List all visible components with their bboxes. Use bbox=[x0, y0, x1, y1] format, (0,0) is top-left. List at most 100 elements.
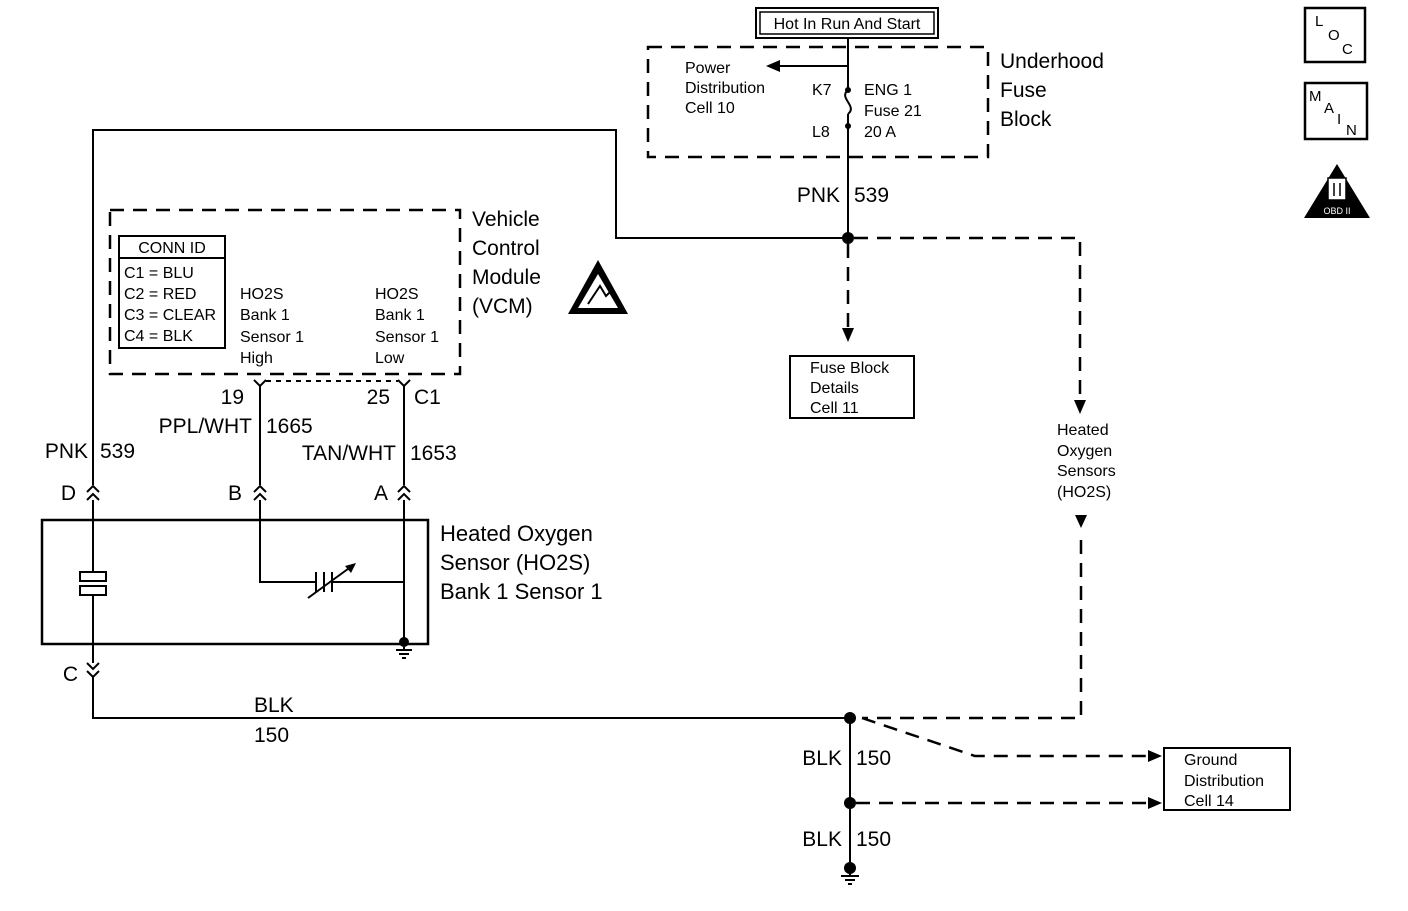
pnk-top-num: 539 bbox=[854, 184, 889, 207]
heated-ref-line-top bbox=[854, 236, 1082, 400]
svg-text:OBD II: OBD II bbox=[1323, 206, 1350, 216]
heated-ref-label-2: Oxygen bbox=[1057, 443, 1112, 460]
heated-ref-label-4: (HO2S) bbox=[1057, 484, 1111, 501]
ho2s-high-label-3: Sensor 1 bbox=[240, 329, 304, 346]
ho2s-low-label-4: Low bbox=[375, 350, 405, 367]
heated-ref-label-1: Heated bbox=[1057, 422, 1109, 439]
tan-wht-color: TAN/WHT bbox=[302, 442, 396, 465]
conn-id-box bbox=[118, 235, 226, 349]
underhood-label-2: Fuse bbox=[1000, 79, 1047, 102]
conn-id-row-2: C2 = RED bbox=[124, 286, 196, 303]
vcm-label-1: Vehicle bbox=[472, 208, 540, 231]
connector-a-icon bbox=[397, 484, 411, 501]
fuse-details-label-2: Details bbox=[810, 380, 859, 397]
svg-text:A: A bbox=[1324, 100, 1334, 117]
ground-dist-label-2: Distribution bbox=[1184, 773, 1264, 790]
ground-distribution-box bbox=[1163, 747, 1291, 811]
ho2s-high-label-2: Bank 1 bbox=[240, 307, 290, 324]
fuse-label-1: ENG 1 bbox=[864, 82, 912, 99]
obd-ii-icon[interactable]: OBD II bbox=[1304, 164, 1370, 218]
pnk-539-sensor-wire bbox=[92, 129, 848, 485]
splice-ground-mid bbox=[844, 797, 856, 809]
svg-text:N: N bbox=[1346, 122, 1357, 139]
ground-dist-arrow-2-icon bbox=[1148, 797, 1162, 809]
power-dist-label-1: Power bbox=[685, 60, 731, 77]
pin-25-connector-icon bbox=[397, 379, 411, 388]
ho2s-high-label-1: HO2S bbox=[240, 286, 284, 303]
tan-wht-num: 1653 bbox=[410, 442, 457, 465]
connector-d-label: D bbox=[61, 482, 76, 505]
fuse-block-details-box bbox=[789, 355, 915, 419]
connector-b-label: B bbox=[228, 482, 242, 505]
blk-low-num: 150 bbox=[856, 828, 891, 851]
l8-label: L8 bbox=[812, 124, 830, 141]
pnk-left-color: PNK bbox=[45, 440, 88, 463]
underhood-fuse-block-box bbox=[646, 45, 990, 159]
fuse-details-arrow-icon bbox=[842, 328, 854, 342]
blk-150-ground-wire bbox=[92, 677, 850, 719]
sensor-ground-icon bbox=[396, 644, 412, 659]
ground-dist-ref-line-1 bbox=[861, 716, 1148, 758]
hot-in-run-label: Hot In Run And Start bbox=[755, 7, 939, 39]
pin-19-label: 19 bbox=[221, 386, 244, 409]
vcm-label-2: Control bbox=[472, 237, 540, 260]
ground-dist-label-1: Ground bbox=[1184, 752, 1237, 769]
heated-ref-arrow-up-icon bbox=[1075, 515, 1087, 528]
ppl-wht-color: PPL/WHT bbox=[159, 415, 253, 438]
ho2s-low-label-1: HO2S bbox=[375, 286, 419, 303]
pin-19-connector-icon bbox=[253, 379, 267, 388]
k7-label: K7 bbox=[812, 82, 832, 99]
connector-c-icon bbox=[86, 662, 100, 679]
svg-text:L: L bbox=[1315, 13, 1323, 30]
connector-c-label: C bbox=[63, 663, 78, 686]
loc-icon[interactable]: L O C bbox=[1303, 6, 1367, 64]
ho2s-low-label-3: Sensor 1 bbox=[375, 329, 439, 346]
svg-text:M: M bbox=[1309, 88, 1322, 105]
signal-high-wire bbox=[259, 500, 316, 583]
conn-id-title: CONN ID bbox=[138, 240, 206, 257]
ho2s-high-label-4: High bbox=[240, 350, 273, 367]
sensor-label-3: Bank 1 Sensor 1 bbox=[440, 579, 603, 604]
underhood-label-3: Block bbox=[1000, 108, 1052, 131]
conn-id-row-1: C1 = BLU bbox=[124, 265, 194, 282]
connector-b-icon bbox=[253, 484, 267, 501]
main-icon[interactable]: M A I N bbox=[1303, 81, 1369, 141]
sensor-ground-splice bbox=[399, 637, 409, 647]
chassis-ground-icon bbox=[841, 868, 859, 885]
sensor-label-1: Heated Oxygen bbox=[440, 521, 593, 546]
ground-dist-label-3: Cell 14 bbox=[1184, 793, 1234, 810]
conn-id-row-4: C4 = BLK bbox=[124, 328, 193, 345]
ppl-wht-num: 1665 bbox=[266, 415, 313, 438]
hot-in-run-text: Hot In Run And Start bbox=[774, 16, 921, 33]
underhood-label-1: Underhood bbox=[1000, 50, 1104, 73]
power-dist-arrow-icon bbox=[766, 60, 780, 72]
svg-text:C: C bbox=[1342, 41, 1353, 58]
svg-text:I: I bbox=[1337, 111, 1341, 128]
connector-c1-label: C1 bbox=[414, 386, 441, 409]
blk-bottom-color: BLK bbox=[254, 694, 294, 717]
blk-low-color: BLK bbox=[802, 828, 842, 851]
pnk-left-num: 539 bbox=[100, 440, 135, 463]
pnk-top-color: PNK bbox=[797, 184, 840, 207]
power-dist-label-2: Distribution bbox=[685, 80, 765, 97]
connector-a-label: A bbox=[374, 482, 388, 505]
vcm-box bbox=[108, 208, 462, 376]
esd-warning-icon bbox=[568, 260, 628, 314]
blk-mid-color: BLK bbox=[802, 747, 842, 770]
svg-text:O: O bbox=[1328, 27, 1340, 44]
heated-ref-line-bottom bbox=[862, 540, 1083, 720]
blk-bottom-num: 150 bbox=[254, 724, 289, 747]
conn-id-row-3: C3 = CLEAR bbox=[124, 307, 216, 324]
blk-mid-num: 150 bbox=[856, 747, 891, 770]
vcm-label-3: Module bbox=[472, 266, 541, 289]
connector-d-icon bbox=[86, 484, 100, 501]
vcm-label-4: (VCM) bbox=[472, 295, 533, 318]
fuse-details-label-3: Cell 11 bbox=[810, 400, 859, 417]
sensor-label-2: Sensor (HO2S) bbox=[440, 550, 590, 575]
ground-dist-arrow-1-icon bbox=[1148, 750, 1162, 762]
ho2s-low-label-2: Bank 1 bbox=[375, 307, 425, 324]
fuse-details-label-1: Fuse Block bbox=[810, 360, 890, 377]
power-dist-label-3: Cell 10 bbox=[685, 100, 735, 117]
